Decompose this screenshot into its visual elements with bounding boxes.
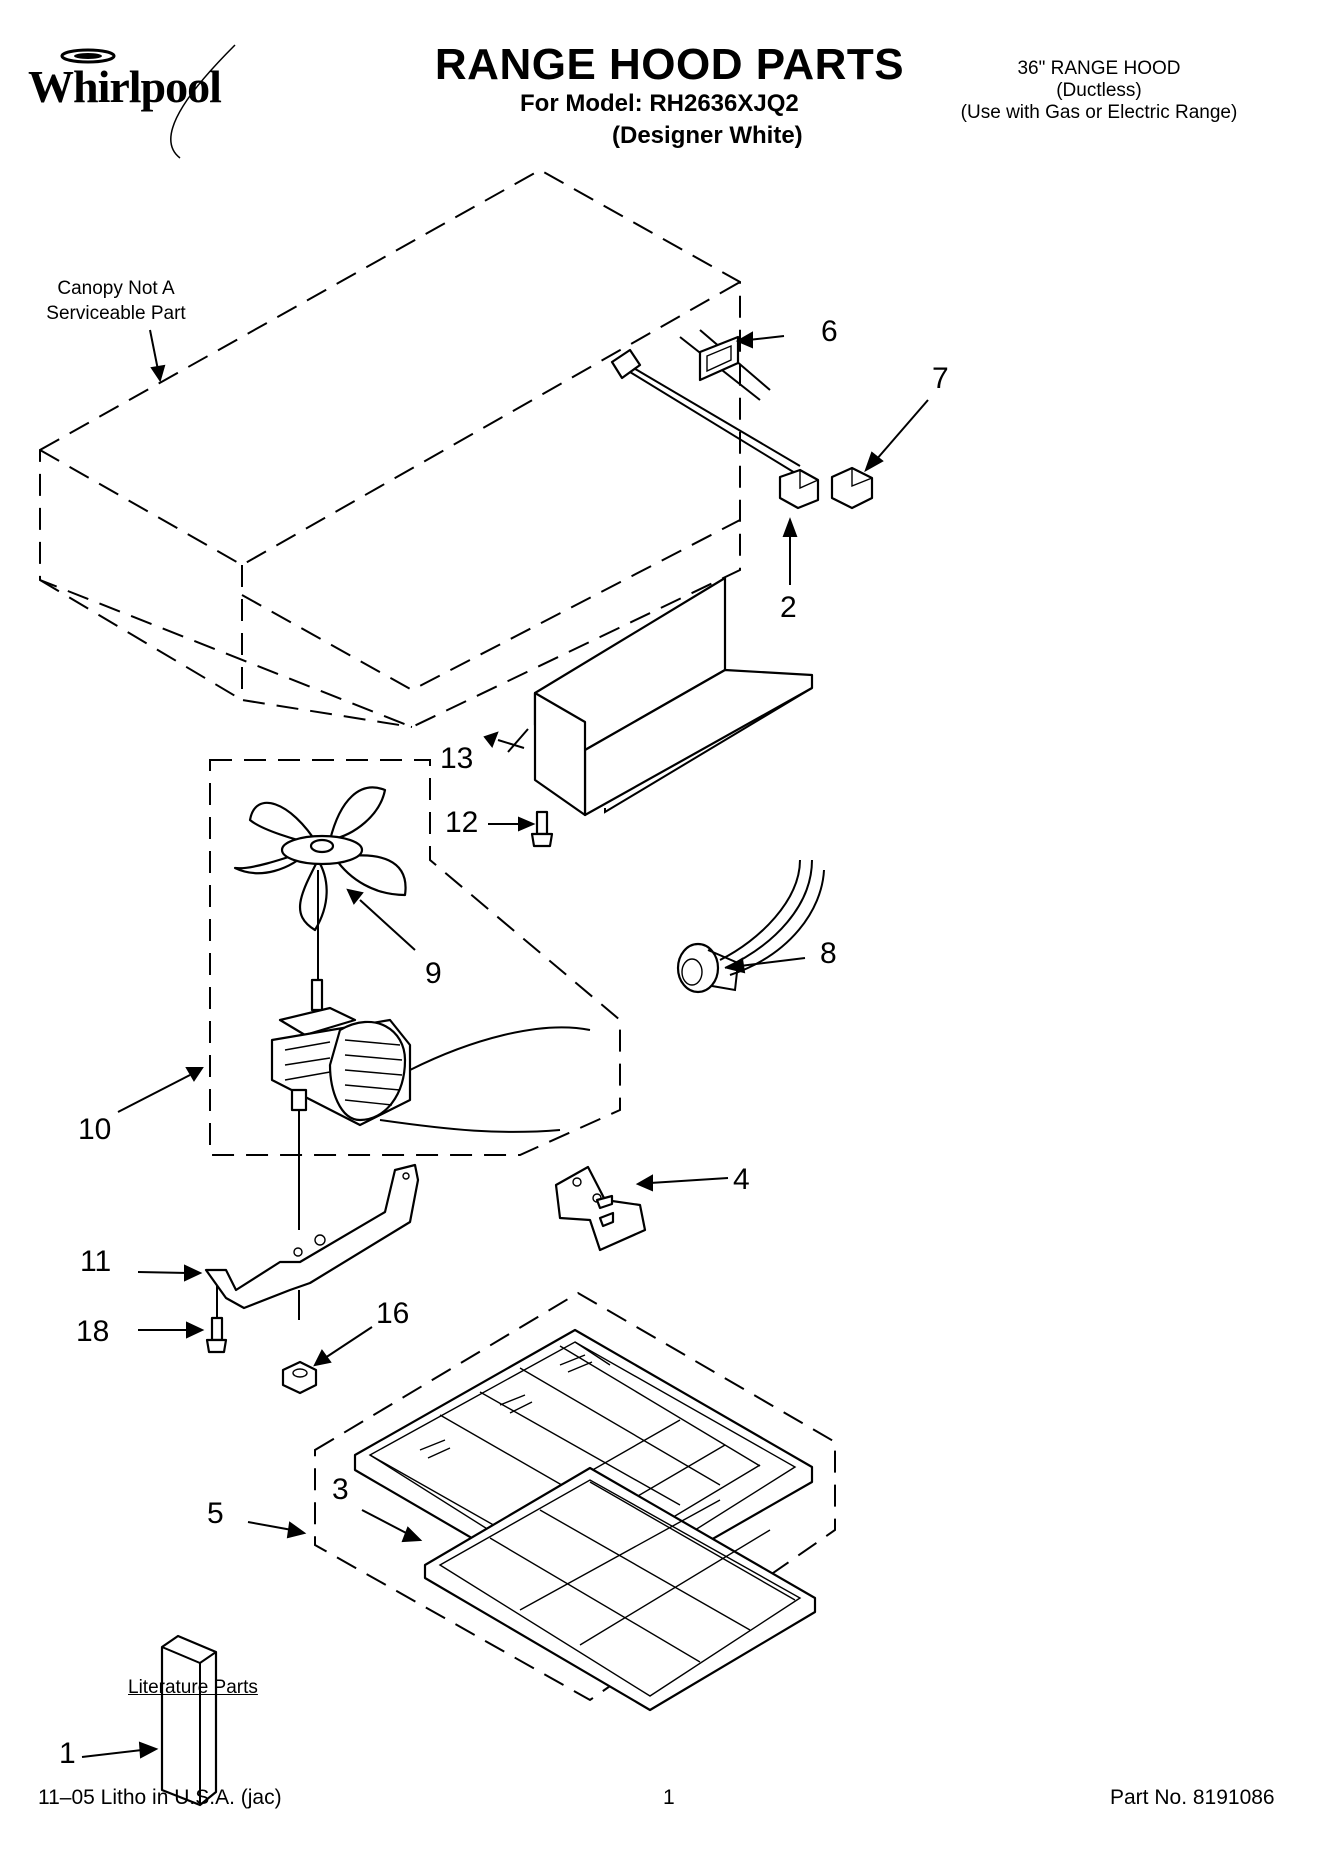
canopy-outline	[39, 168, 741, 729]
callout-5: 5	[207, 1497, 224, 1530]
nut-part-16	[281, 1360, 318, 1395]
model-finish: (Designer White)	[612, 122, 803, 149]
callout-9: 9	[425, 957, 442, 990]
callout-6: 6	[821, 315, 838, 348]
callout-11: 11	[80, 1245, 112, 1278]
callout-13: 13	[440, 742, 474, 775]
footer-page-number: 1	[663, 1786, 675, 1809]
model-number: For Model: RH2636XJQ2	[520, 90, 799, 117]
switch-bar	[610, 329, 801, 477]
callout-1: 1	[59, 1737, 76, 1770]
baffle-part-13	[533, 576, 814, 817]
callout-18: 18	[76, 1315, 110, 1348]
callout-7: 7	[932, 362, 949, 395]
switch-knob-part-2	[778, 468, 820, 510]
fan-blade-part-9	[233, 786, 407, 990]
spec-type: (Ductless)	[1056, 80, 1142, 101]
screw-part-18	[205, 1285, 228, 1354]
logo-swoosh-icon	[60, 44, 236, 159]
callout-16: 16	[376, 1297, 410, 1330]
callout-3: 3	[332, 1473, 349, 1506]
brand-logo: Whirlpool	[28, 61, 222, 112]
light-lens-part-6	[698, 335, 740, 382]
canopy-note-line1: Canopy Not A	[57, 278, 175, 299]
spec-size: 36" RANGE HOOD	[1017, 58, 1181, 79]
literature-parts-label: Literature Parts	[128, 1677, 258, 1698]
literature-part-1	[160, 1634, 218, 1807]
page-title: RANGE HOOD PARTS	[434, 40, 905, 89]
filter-part-3-lower	[423, 1466, 817, 1712]
callout-10: 10	[78, 1113, 112, 1146]
leader-arrows	[81, 329, 929, 1759]
switch-knob-part-7	[830, 466, 874, 510]
spec-use: (Use with Gas or Electric Range)	[960, 102, 1238, 123]
footer-litho: 11–05 Litho in U.S.A. (jac)	[38, 1786, 282, 1809]
wire-harness-part-8	[676, 859, 825, 994]
bracket-part-4	[554, 1165, 647, 1252]
motor	[270, 978, 591, 1230]
mount-bracket-part-11	[204, 1163, 420, 1320]
canopy-note-line2: Serviceable Part	[46, 303, 186, 324]
callout-12: 12	[445, 806, 479, 839]
callout-2: 2	[780, 591, 797, 624]
callout-8: 8	[820, 937, 837, 970]
screw-part-12	[530, 810, 554, 848]
callout-4: 4	[733, 1163, 750, 1196]
footer-part-number: Part No. 8191086	[1110, 1786, 1275, 1809]
